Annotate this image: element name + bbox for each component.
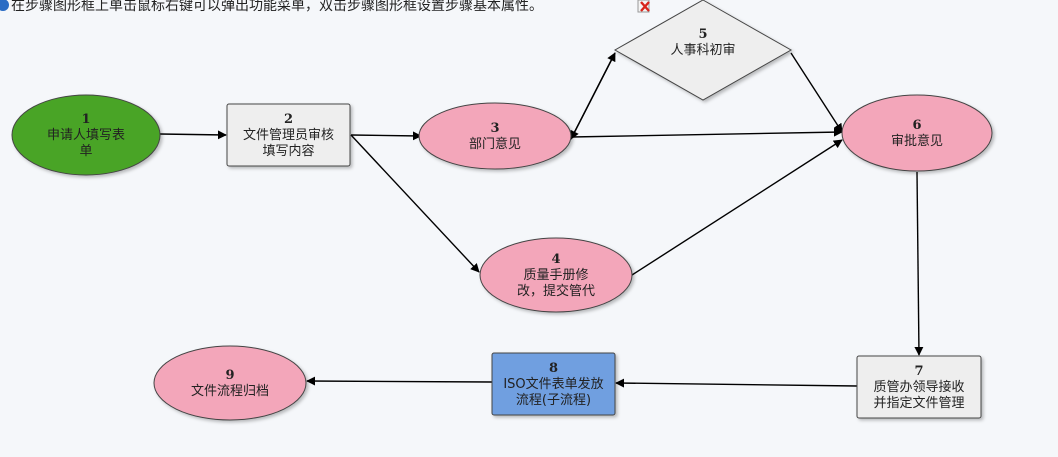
step-label-4: 质量手册修 bbox=[523, 268, 588, 283]
step-number-1: 1 bbox=[81, 112, 90, 127]
step-label-1: 单 bbox=[79, 144, 92, 159]
edge-2-3 bbox=[350, 131, 422, 141]
step-number-9: 9 bbox=[225, 368, 234, 383]
step-number-4: 4 bbox=[551, 252, 560, 267]
step-shape-6[interactable] bbox=[841, 94, 993, 172]
edge-1-2 bbox=[159, 130, 227, 140]
hint-bar: 在步骤图形框上单击鼠标右键可以弹出功能菜单，双击步骤图形框设置步骤基本属性。 bbox=[0, 0, 650, 15]
step-shape-4[interactable] bbox=[479, 237, 633, 313]
step-label-5: 人事科初审 bbox=[670, 43, 735, 58]
step-number-3: 3 bbox=[490, 121, 499, 136]
edge-2-4 bbox=[350, 134, 480, 273]
step-shape-3[interactable] bbox=[418, 102, 572, 170]
step-number-2: 2 bbox=[284, 112, 293, 127]
step-label-7: 质管办领导接收 bbox=[873, 379, 964, 395]
step-label-6: 审批意见 bbox=[891, 133, 943, 149]
close-icon[interactable] bbox=[637, 0, 653, 13]
step-shape-8[interactable] bbox=[491, 352, 616, 416]
info-icon bbox=[0, 0, 9, 11]
step-label-2: 文件管理员审核 bbox=[243, 128, 334, 143]
step-label-8: ISO文件表单发放 bbox=[503, 376, 603, 392]
step-label-9: 文件流程归档 bbox=[191, 384, 269, 399]
edge-6-7 bbox=[914, 171, 924, 356]
step-number-7: 7 bbox=[914, 364, 923, 379]
edge-4-6 bbox=[631, 139, 843, 276]
step-label-2: 填写内容 bbox=[262, 143, 314, 159]
hint-text: 在步骤图形框上单击鼠标右键可以弹出功能菜单，双击步骤图形框设置步骤基本属性。 bbox=[11, 0, 543, 14]
step-shape-5[interactable] bbox=[613, 0, 793, 101]
step-shape-7[interactable] bbox=[856, 355, 982, 419]
edge-7-8 bbox=[615, 378, 858, 388]
edge-5-3 bbox=[570, 52, 616, 140]
step-number-8: 8 bbox=[549, 361, 558, 376]
step-shape-9[interactable] bbox=[153, 345, 307, 421]
step-label-7: 并指定文件管理 bbox=[873, 396, 964, 411]
step-label-1: 申请人填写表 bbox=[47, 128, 125, 143]
step-label-8: 流程(子流程) bbox=[516, 393, 591, 408]
step-number-6: 6 bbox=[912, 118, 921, 133]
step-label-4: 改，提交管代 bbox=[517, 283, 595, 299]
edge-5-6 bbox=[790, 52, 843, 133]
step-label-3: 部门意见 bbox=[469, 136, 521, 152]
edge-8-9 bbox=[306, 376, 493, 386]
step-shape-2[interactable] bbox=[226, 103, 351, 167]
edge-3-6 bbox=[570, 127, 843, 138]
step-shape-1[interactable] bbox=[11, 94, 161, 176]
step-number-5: 5 bbox=[698, 27, 707, 42]
